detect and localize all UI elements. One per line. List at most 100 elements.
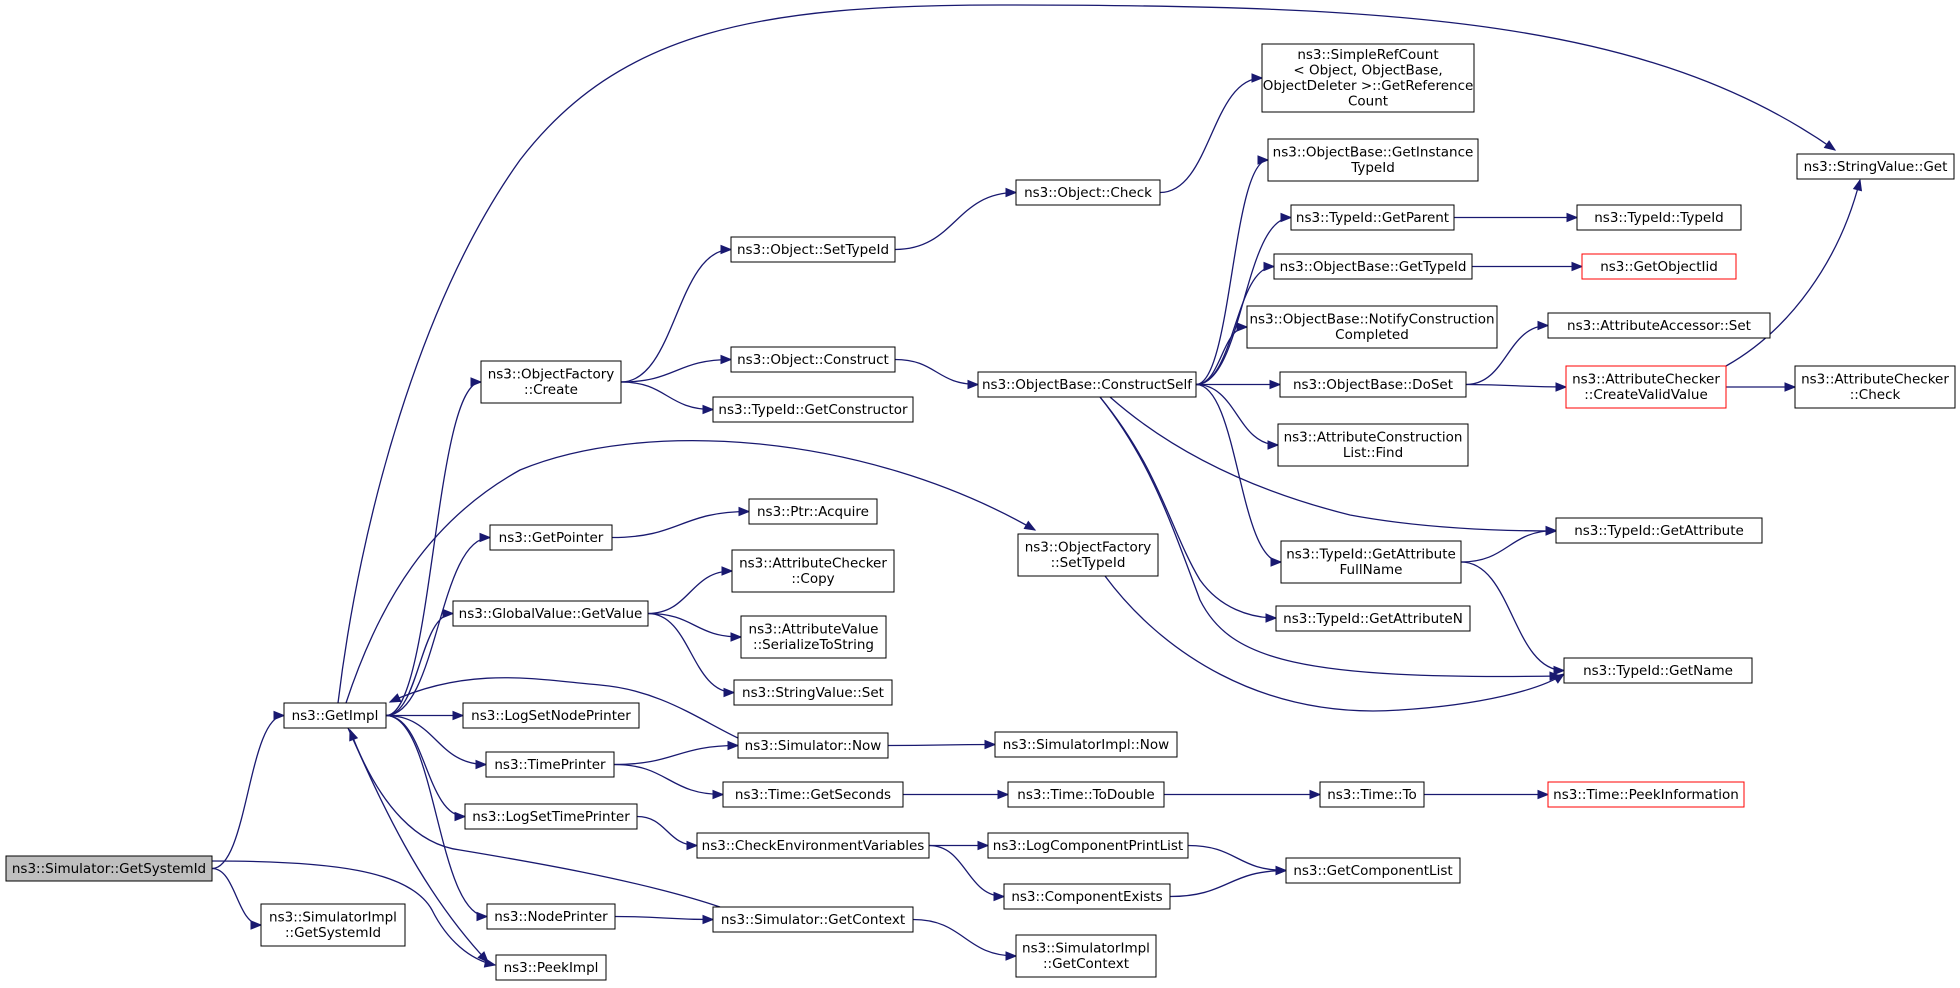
node-simImplNow[interactable]: ns3::SimulatorImpl::Now	[994, 731, 1178, 758]
arrowhead-icon	[702, 914, 715, 925]
node-label: TypeId	[1350, 160, 1395, 176]
node-box	[1015, 934, 1157, 978]
node-getComponentList[interactable]: ns3::GetComponentList	[1285, 857, 1461, 884]
node-simpleRefCount[interactable]: ns3::SimpleRefCount< Object, ObjectBase,…	[1261, 43, 1475, 113]
arrowhead-icon	[730, 632, 743, 642]
call-edge	[349, 728, 721, 908]
call-edge	[1099, 396, 1278, 623]
node-globalValueGetValue[interactable]: ns3::GlobalValue::GetValue	[452, 600, 649, 627]
edge-line	[211, 860, 496, 966]
node-label: ns3::GlobalValue::GetValue	[459, 606, 643, 622]
call-edge	[1104, 575, 1566, 712]
call-edge	[613, 740, 740, 766]
node-objBaseConstructSelf[interactable]: ns3::ObjectBase::ConstructSelf	[977, 371, 1197, 398]
node-logSetTimePrinter[interactable]: ns3::LogSetTimePrinter	[464, 803, 638, 830]
node-peekImpl[interactable]: ns3::PeekImpl	[495, 954, 607, 981]
node-objectCheck[interactable]: ns3::Object::Check	[1015, 179, 1161, 206]
node-box	[486, 903, 616, 930]
node-label: ns3::TypeId::GetName	[1583, 663, 1733, 679]
node-objBaseDoSet[interactable]: ns3::ObjectBase::DoSet	[1279, 371, 1467, 398]
node-box	[1275, 605, 1471, 632]
node-objBaseNotifyConstruction[interactable]: ns3::ObjectBase::NotifyConstructionCompl…	[1246, 305, 1498, 349]
node-label: ns3::ObjectBase::DoSet	[1293, 377, 1453, 393]
node-label: ns3::AttributeConstruction	[1284, 430, 1463, 446]
node-nodePrinter[interactable]: ns3::NodePrinter	[486, 903, 616, 930]
call-edge	[211, 867, 263, 930]
edge-line	[1195, 383, 1282, 563]
node-timePrinter[interactable]: ns3::TimePrinter	[485, 751, 615, 778]
node-componentExists[interactable]: ns3::ComponentExists	[1003, 883, 1171, 910]
node-logComponentPrintList[interactable]: ns3::LogComponentPrintList	[987, 832, 1189, 859]
call-edge	[1423, 789, 1550, 800]
edge-line	[345, 439, 1036, 704]
edge-line	[1725, 179, 1861, 367]
node-attrCheckerCheck[interactable]: ns3::AttributeChecker::Check	[1794, 365, 1956, 409]
node-label: ns3::SimulatorImpl	[269, 910, 397, 926]
call-edge	[894, 358, 980, 390]
node-checkEnvVars[interactable]: ns3::CheckEnvironmentVariables	[696, 832, 930, 859]
node-box	[730, 346, 896, 373]
node-ptrAcquire[interactable]: ns3::Ptr::Acquire	[748, 498, 878, 525]
node-timePeekInformation[interactable]: ns3::Time::PeekInformation	[1547, 781, 1745, 808]
call-edge	[613, 763, 725, 800]
node-box	[1794, 365, 1956, 409]
node-timeGetSeconds[interactable]: ns3::Time::GetSeconds	[722, 781, 904, 808]
node-label: ns3::ObjectFactory	[1025, 540, 1152, 556]
node-box	[1319, 781, 1425, 808]
node-simImplGetContext[interactable]: ns3::SimulatorImpl::GetContext	[1015, 934, 1157, 978]
node-attrCheckerCopy[interactable]: ns3::AttributeChecker::Copy	[731, 549, 895, 593]
node-simulatorNow[interactable]: ns3::Simulator::Now	[737, 732, 889, 759]
node-objFactorySetTypeId[interactable]: ns3::ObjectFactory::SetTypeId	[1017, 533, 1159, 577]
node-box	[987, 832, 1189, 859]
node-attrValueSerialize[interactable]: ns3::AttributeValue::SerializeToString	[740, 615, 887, 659]
arrowhead-icon	[442, 608, 455, 619]
node-root[interactable]: ns3::Simulator::GetSystemId	[5, 855, 213, 882]
node-box	[489, 524, 613, 551]
node-stringValueSet[interactable]: ns3::StringValue::Set	[733, 679, 893, 706]
node-stringValueGet[interactable]: ns3::StringValue::Get	[1796, 153, 1955, 180]
node-simulatorGetContext[interactable]: ns3::Simulator::GetContext	[712, 906, 914, 933]
node-objSetTypeId[interactable]: ns3::Object::SetTypeId	[730, 236, 896, 263]
node-getObjectIid[interactable]: ns3::GetObjectIid	[1581, 253, 1737, 280]
node-box	[1003, 883, 1171, 910]
node-attrCheckerCreateValid[interactable]: ns3::AttributeChecker::CreateValidValue	[1565, 365, 1727, 409]
node-typeIdGetParent[interactable]: ns3::TypeId::GetParent	[1290, 204, 1455, 231]
edge-line	[337, 4, 1836, 704]
node-getImpl[interactable]: ns3::GetImpl	[283, 702, 387, 729]
node-typeIdGetAttributeN[interactable]: ns3::TypeId::GetAttributeN	[1275, 605, 1471, 632]
arrowhead-icon	[702, 404, 715, 415]
node-typeIdGetAttribute[interactable]: ns3::TypeId::GetAttribute	[1555, 517, 1763, 544]
node-label: ns3::PeekImpl	[504, 960, 599, 976]
node-objConstruct[interactable]: ns3::Object::Construct	[730, 346, 896, 373]
node-typeIdTypeId[interactable]: ns3::TypeId::TypeId	[1576, 204, 1742, 231]
node-objFactoryCreate[interactable]: ns3::ObjectFactory::Create	[480, 360, 622, 404]
node-timeToDouble[interactable]: ns3::Time::ToDouble	[1007, 781, 1165, 808]
node-logSetNodePrinter[interactable]: ns3::LogSetNodePrinter	[462, 702, 640, 729]
node-label: ns3::Ptr::Acquire	[757, 504, 869, 520]
node-objBaseGetTypeId[interactable]: ns3::ObjectBase::GetTypeId	[1273, 253, 1473, 280]
node-typeIdGetConstructor[interactable]: ns3::TypeId::GetConstructor	[712, 396, 914, 423]
edge-line	[894, 358, 979, 386]
node-getPointer[interactable]: ns3::GetPointer	[489, 524, 613, 551]
edge-line	[349, 729, 721, 908]
arrowhead-icon	[273, 710, 286, 721]
node-timeTo[interactable]: ns3::Time::To	[1319, 781, 1425, 808]
node-simImplGetSystemId[interactable]: ns3::SimulatorImpl::GetSystemId	[260, 903, 406, 947]
node-attrAccessorSet[interactable]: ns3::AttributeAccessor::Set	[1547, 312, 1771, 339]
edge-line	[647, 570, 733, 615]
node-typeIdGetName[interactable]: ns3::TypeId::GetName	[1563, 657, 1753, 684]
node-label: Completed	[1335, 327, 1409, 343]
node-label: ns3::TypeId::GetParent	[1296, 210, 1449, 226]
arrowhead-icon	[993, 891, 1006, 902]
node-box	[260, 903, 406, 947]
arrowhead-icon	[997, 789, 1010, 800]
call-edge	[1169, 865, 1288, 898]
edge-line	[1187, 844, 1287, 872]
node-box	[748, 498, 878, 525]
edge-line	[1465, 324, 1549, 386]
node-label: ns3::ObjectFactory	[488, 367, 615, 383]
